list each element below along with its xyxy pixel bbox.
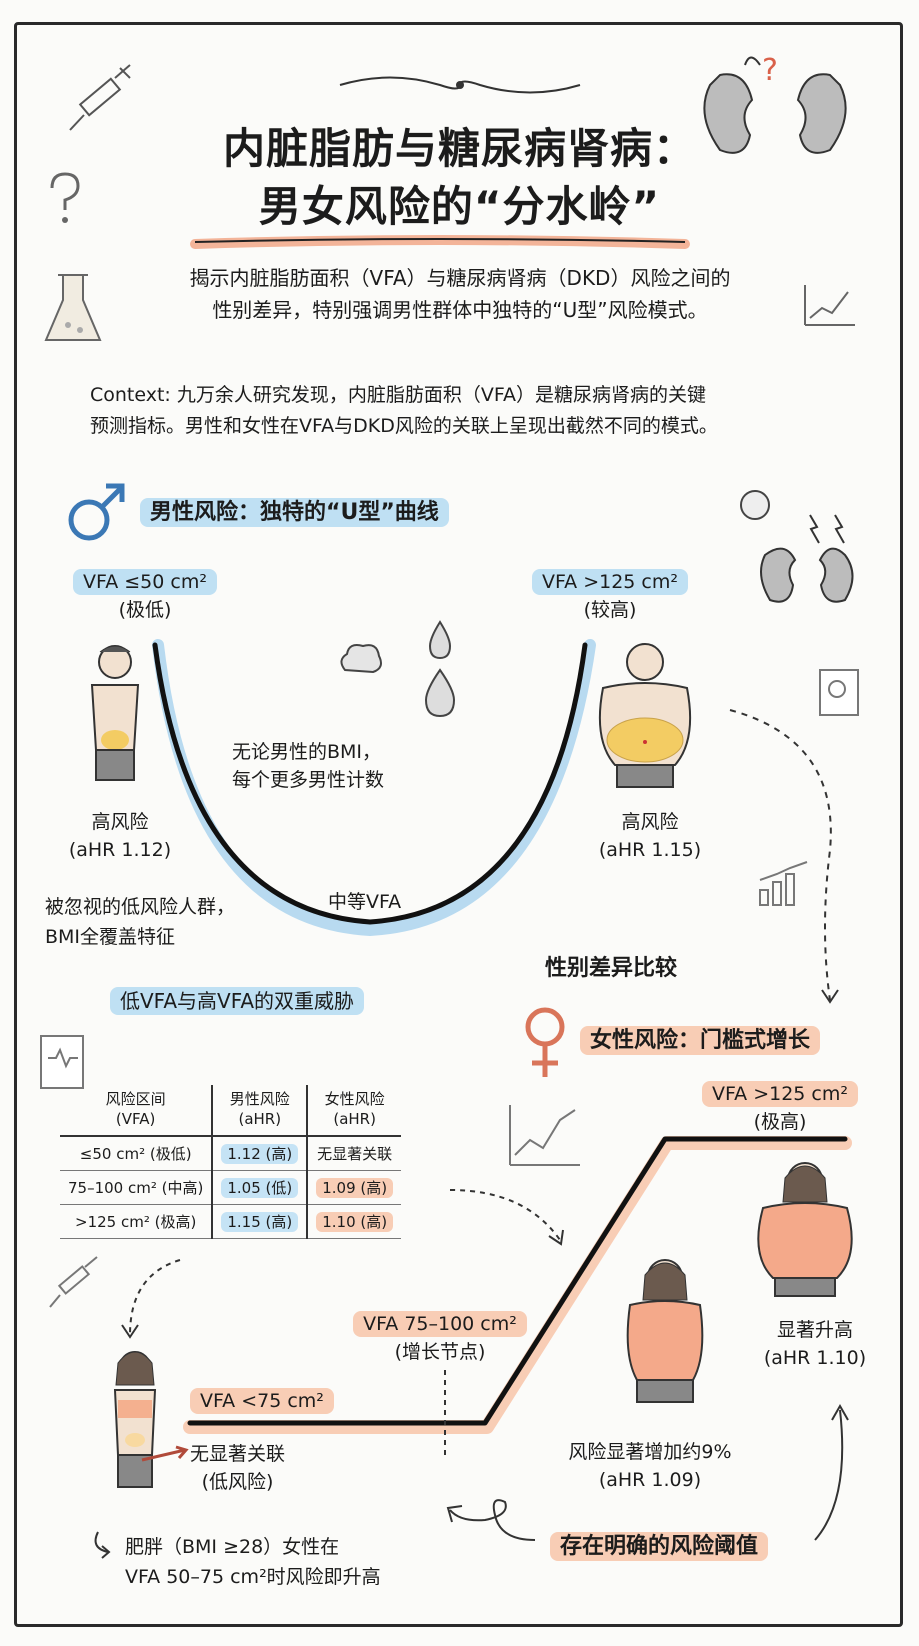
- male-heading: 男性风险：独特的“U型”曲线: [140, 494, 449, 527]
- threshold-label: 存在明确的风险阈值: [550, 1528, 769, 1561]
- slim-woman-figure: [113, 1351, 157, 1488]
- female-low-vfa: VFA <75 cm²: [190, 1388, 334, 1414]
- subtitle: 揭示内脏脂肪面积（VFA）与糖尿病肾病（DKD）风险之间的 性别差异，特别强调男…: [189, 266, 731, 322]
- flow-arrow: [446, 1499, 536, 1541]
- table-cell-range: 75–100 cm² (中高): [60, 1170, 213, 1205]
- svg-text:?: ?: [762, 53, 778, 88]
- title-underline: [190, 235, 690, 249]
- female-mid-vfa: VFA 75–100 cm² (增长节点): [335, 1310, 545, 1366]
- table-row: ≤50 cm² (极低) 1.12 (高) 无显著关联: [60, 1136, 402, 1171]
- table-cell-male: 1.12 (高): [211, 1136, 308, 1171]
- risk-table: 风险区间(VFA) 男性风险(aHR) 女性风险(aHR) ≤50 cm² (极…: [60, 1085, 402, 1239]
- female-high-risk: 显著升高 (aHR 1.10): [763, 1319, 867, 1369]
- cloud-icon: [340, 644, 382, 674]
- male-center-note: 无论男性的BMI， 每个更多男性计数: [232, 741, 385, 791]
- syringe-icon: [69, 64, 131, 131]
- male-u-curve: [152, 639, 596, 937]
- female-mid-risk: 风险显著增加约9% (aHR 1.09): [568, 1441, 732, 1491]
- threshold-marker: [444, 1370, 446, 1460]
- obese-man-figure: [598, 643, 692, 788]
- document-icon: [819, 669, 859, 716]
- female-heading: 女性风险：门槛式增长: [580, 1022, 821, 1055]
- table-cell-range: ≤50 cm² (极低): [60, 1136, 213, 1171]
- flourish-ornament: [339, 76, 581, 94]
- syringe-icon: [49, 1256, 98, 1308]
- male-mid-label: 中等VFA: [328, 891, 402, 913]
- curve-arrow-icon: [94, 1531, 111, 1559]
- flow-arrow: [121, 1259, 181, 1339]
- male-overlooked-note: 被忽视的低风险人群， BMI全覆盖特征: [45, 896, 236, 948]
- male-right-risk: 高风险 (aHR 1.15): [598, 811, 702, 861]
- table-cell-male: 1.15 (高): [211, 1204, 308, 1239]
- female-symbol-icon: [525, 1007, 565, 1077]
- table-header-female: 女性风险(aHR): [306, 1085, 402, 1137]
- page-frame: [14, 22, 903, 1627]
- droplet-icon: [424, 620, 456, 718]
- male-left-risk: 高风险 (aHR 1.12): [68, 811, 172, 861]
- flask-icon: [44, 274, 102, 341]
- chart-icon: [759, 861, 808, 906]
- context-text: Context: 九万余人研究发现，内脏脂肪面积（VFA）是糖尿病肾病的关键 预…: [90, 384, 718, 437]
- thin-man-figure: [90, 645, 140, 781]
- pointer-arrow: [141, 1445, 189, 1462]
- flow-arrow: [729, 709, 839, 1004]
- table-row: >125 cm² (极高) 1.15 (高) 1.10 (高): [60, 1204, 402, 1239]
- clipboard-icon: [40, 1035, 84, 1089]
- male-symbol-icon: [68, 483, 125, 541]
- male-left-vfa: VFA ≤50 cm² (极低): [60, 568, 230, 624]
- flow-arrow: [449, 1189, 564, 1246]
- female-low-note: 无显著关联 (低风险): [190, 1443, 286, 1493]
- chart-icon: [509, 1105, 580, 1166]
- kidney-icon: ?: [703, 53, 847, 154]
- kidney-icon: [740, 490, 854, 603]
- table-cell-female: 1.10 (高): [306, 1204, 402, 1239]
- obese-woman-figure: [757, 1162, 853, 1297]
- table-cell-female: 无显著关联: [306, 1136, 402, 1171]
- medium-woman-figure: [626, 1259, 704, 1403]
- female-threshold-line: [183, 1136, 852, 1434]
- flow-arrow: [814, 1403, 849, 1541]
- male-right-vfa: VFA >125 cm² (较高): [520, 568, 700, 624]
- table-header-male: 男性风险(aHR): [211, 1085, 308, 1137]
- compare-label: 性别差异比较: [545, 956, 678, 981]
- chart-icon: [804, 285, 855, 326]
- table-cell-female: 1.09 (高): [306, 1170, 402, 1205]
- question-icon: [50, 172, 80, 223]
- page-title: 内脏脂肪与糖尿病肾病： 男女风险的“分水岭”: [222, 124, 696, 231]
- table-header-range: 风险区间(VFA): [60, 1085, 213, 1137]
- dual-threat-label: 低VFA与高VFA的双重威胁: [110, 985, 365, 1015]
- table-cell-male: 1.05 (低): [211, 1170, 308, 1205]
- female-top-vfa: VFA >125 cm² (极高): [690, 1080, 870, 1136]
- table-cell-range: >125 cm² (极高): [60, 1204, 213, 1239]
- female-obese-note: 肥胖（BMI ≥28）女性在 VFA 50–75 cm²时风险即升高: [125, 1536, 381, 1588]
- table-row: 75–100 cm² (中高) 1.05 (低) 1.09 (高): [60, 1170, 402, 1205]
